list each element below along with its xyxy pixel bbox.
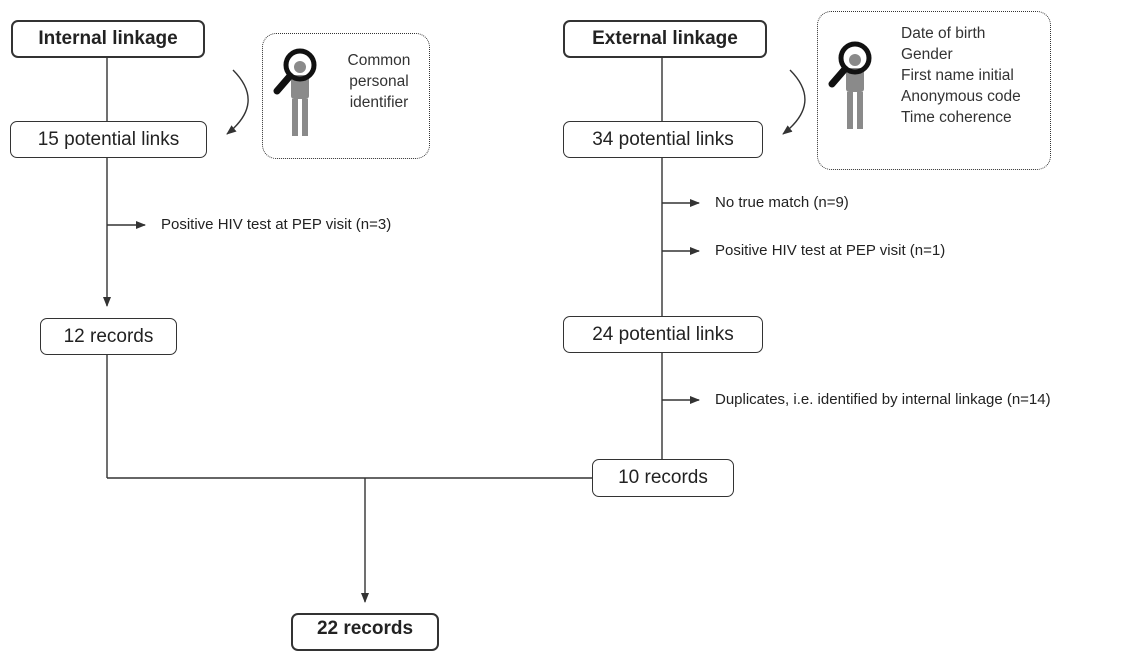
curved-arrow-external xyxy=(782,69,806,135)
internal-linkage-title: Internal linkage xyxy=(11,20,205,58)
flow-connectors xyxy=(103,58,806,603)
external-linkage-title: External linkage xyxy=(563,20,767,58)
identifier-line: Gender xyxy=(901,46,953,63)
external-exclusion-2-label: Positive HIV test at PEP visit (n=1) xyxy=(715,242,946,259)
person-with-magnifier-icon xyxy=(273,48,317,136)
external-exclusion-3-label: Duplicates, i.e. identified by internal … xyxy=(715,391,1051,408)
final-records-box: 22 records xyxy=(291,613,439,651)
internal-exclusion-label: Positive HIV test at PEP visit (n=3) xyxy=(161,216,392,233)
identifier-line: Common xyxy=(347,52,411,69)
internal-potential-links-box: 15 potential links xyxy=(10,121,207,158)
identifier-line: personal xyxy=(349,73,409,90)
curved-arrow-internal xyxy=(226,69,249,135)
identifier-line: identifier xyxy=(349,94,409,111)
person-with-magnifier-icon xyxy=(828,41,872,129)
external-potential-links-box: 34 potential links xyxy=(563,121,763,158)
identifier-line: Date of birth xyxy=(901,25,986,42)
identifier-line: Anonymous code xyxy=(901,88,1021,105)
external-records-box: 10 records xyxy=(592,459,734,497)
internal-identifier-text: Common personal identifier xyxy=(335,50,423,113)
external-potential-links-2-box: 24 potential links xyxy=(563,316,763,353)
internal-records-box: 12 records xyxy=(40,318,177,355)
external-identifier-callout: Date of birth Gender First name initial … xyxy=(817,11,1051,170)
external-identifier-text: Date of birth Gender First name initial … xyxy=(901,23,1021,128)
identifier-line: Time coherence xyxy=(901,109,1012,126)
identifier-line: First name initial xyxy=(901,67,1014,84)
external-exclusion-1-label: No true match (n=9) xyxy=(715,194,849,211)
internal-identifier-callout: Common personal identifier xyxy=(262,33,430,159)
